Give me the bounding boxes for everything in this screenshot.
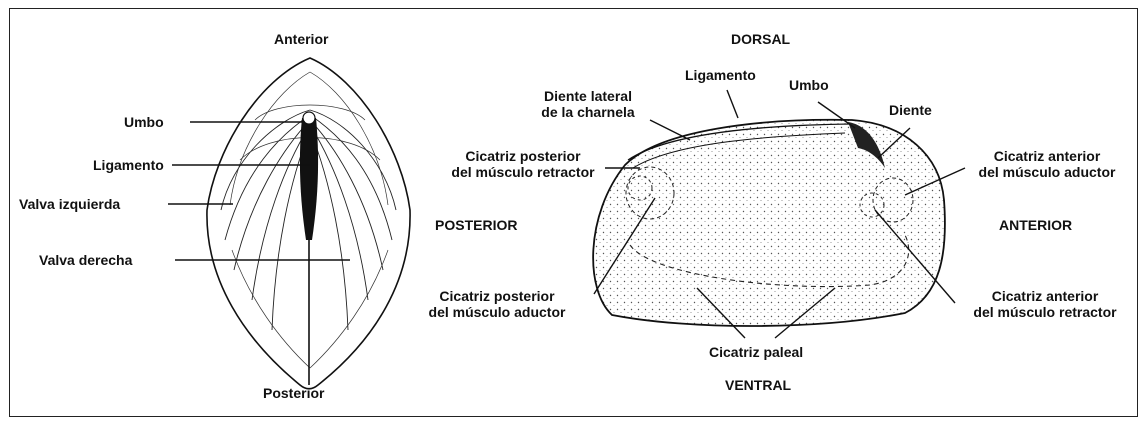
label-posterior-right: POSTERIOR (435, 217, 517, 233)
label-dorsal: DORSAL (731, 31, 790, 47)
label-diente-lateral-line1: Diente lateral (523, 88, 653, 104)
label-umbo-left: Umbo (124, 114, 164, 130)
label-anterior-left: Anterior (274, 31, 328, 47)
label-cic-ant-aductor-line1: Cicatriz anterior (962, 148, 1132, 164)
label-valva-derecha: Valva derecha (39, 252, 132, 268)
bivalve-dorsal-view (207, 58, 410, 389)
label-anterior-right: ANTERIOR (999, 217, 1072, 233)
label-posterior-left: Posterior (263, 385, 324, 401)
label-cicatriz-anterior-aductor: Cicatriz anterior del músculo aductor (962, 148, 1132, 180)
label-diente: Diente (889, 102, 932, 118)
label-cic-ant-aductor-line2: del músculo aductor (962, 164, 1132, 180)
label-cic-ant-retractor-line1: Cicatriz anterior (960, 288, 1130, 304)
label-cic-post-retractor-line2: del músculo retractor (438, 164, 608, 180)
valve-interior-view (593, 120, 945, 326)
label-cic-post-aductor-line1: Cicatriz posterior (412, 288, 582, 304)
label-valva-izquierda: Valva izquierda (19, 196, 120, 212)
label-cicatriz-posterior-aductor: Cicatriz posterior del músculo aductor (412, 288, 582, 320)
label-ventral: VENTRAL (725, 377, 791, 393)
label-cicatriz-posterior-retractor: Cicatriz posterior del músculo retractor (438, 148, 608, 180)
label-umbo-right: Umbo (789, 77, 829, 93)
label-ligamento-left: Ligamento (93, 157, 164, 173)
label-diente-lateral: Diente lateral de la charnela (523, 88, 653, 120)
label-cicatriz-paleal: Cicatriz paleal (709, 344, 803, 360)
label-cic-post-retractor-line1: Cicatriz posterior (438, 148, 608, 164)
label-cic-post-aductor-line2: del músculo aductor (412, 304, 582, 320)
label-cic-ant-retractor-line2: del músculo retractor (960, 304, 1130, 320)
label-ligamento-right: Ligamento (685, 67, 756, 83)
label-cicatriz-anterior-retractor: Cicatriz anterior del músculo retractor (960, 288, 1130, 320)
label-diente-lateral-line2: de la charnela (523, 104, 653, 120)
